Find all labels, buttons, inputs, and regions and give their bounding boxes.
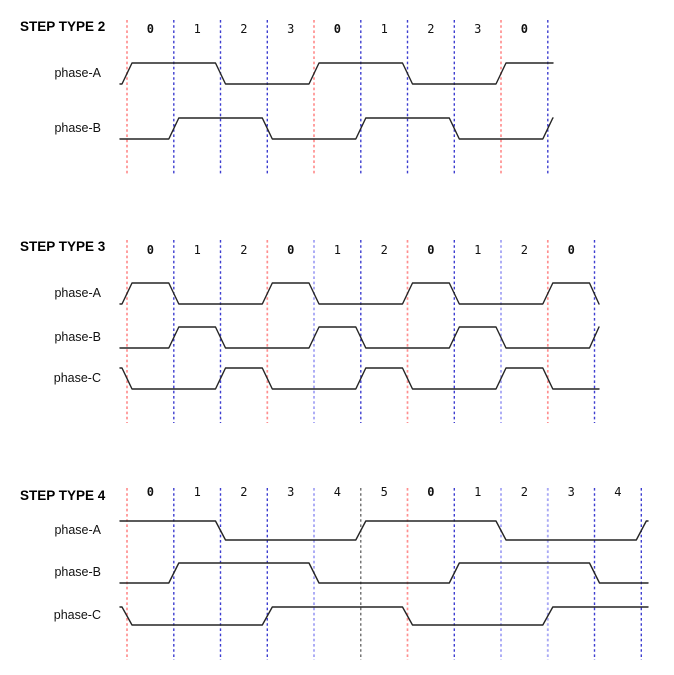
step-number: 3 — [474, 22, 482, 36]
step-number: 1 — [474, 485, 482, 499]
phase-A-label: phase-A — [54, 523, 101, 537]
phase-C-trace — [119, 367, 600, 390]
step-number: 0 — [146, 22, 155, 36]
phase-C-label: phase-C — [53, 608, 101, 622]
step-number: 3 — [287, 485, 295, 499]
step-number: 4 — [614, 485, 622, 499]
step-number: 0 — [427, 485, 435, 499]
step-number: 1 — [193, 485, 201, 499]
step-number: 0 — [146, 485, 155, 499]
step-number: 2 — [240, 485, 248, 499]
step-number: 1 — [474, 243, 482, 257]
phase-A-trace — [119, 282, 600, 305]
step-number: 2 — [520, 485, 529, 499]
step-number: 0 — [567, 243, 575, 257]
step-number: 5 — [380, 485, 388, 499]
step-number: 3 — [287, 22, 295, 36]
step-number: 0 — [146, 243, 155, 257]
phase-B-trace — [119, 562, 649, 584]
step-number: 1 — [193, 22, 201, 36]
step-number: 1 — [333, 243, 342, 257]
phase-B-label: phase-B — [54, 330, 101, 344]
phase-B-trace — [119, 117, 554, 140]
step-number: 1 — [193, 243, 201, 257]
step-number: 2 — [240, 243, 248, 257]
step-number: 0 — [287, 243, 295, 257]
step-number: 0 — [520, 22, 529, 36]
section-title-step-type-2: STEP TYPE 2 — [20, 19, 106, 34]
phase-C-trace — [119, 606, 649, 626]
step-number: 3 — [567, 485, 575, 499]
phase-A-label: phase-A — [54, 286, 101, 300]
phase-B-label: phase-B — [54, 565, 101, 579]
step-number: 2 — [380, 243, 388, 257]
phase-A-trace — [119, 520, 649, 541]
step-number: 0 — [333, 22, 342, 36]
phase-B-label: phase-B — [54, 121, 101, 135]
phase-A-label: phase-A — [54, 66, 101, 80]
phase-B-trace — [119, 326, 600, 349]
step-number: 4 — [333, 485, 342, 499]
section-title-step-type-3: STEP TYPE 3 — [20, 239, 106, 254]
phase-A-trace — [119, 62, 554, 85]
step-number: 2 — [520, 243, 529, 257]
section-title-step-type-4: STEP TYPE 4 — [20, 488, 106, 503]
step-number: 1 — [380, 22, 388, 36]
step-number: 2 — [240, 22, 248, 36]
step-number: 2 — [427, 22, 435, 36]
phase-C-label: phase-C — [53, 371, 101, 385]
step-number: 0 — [427, 243, 435, 257]
